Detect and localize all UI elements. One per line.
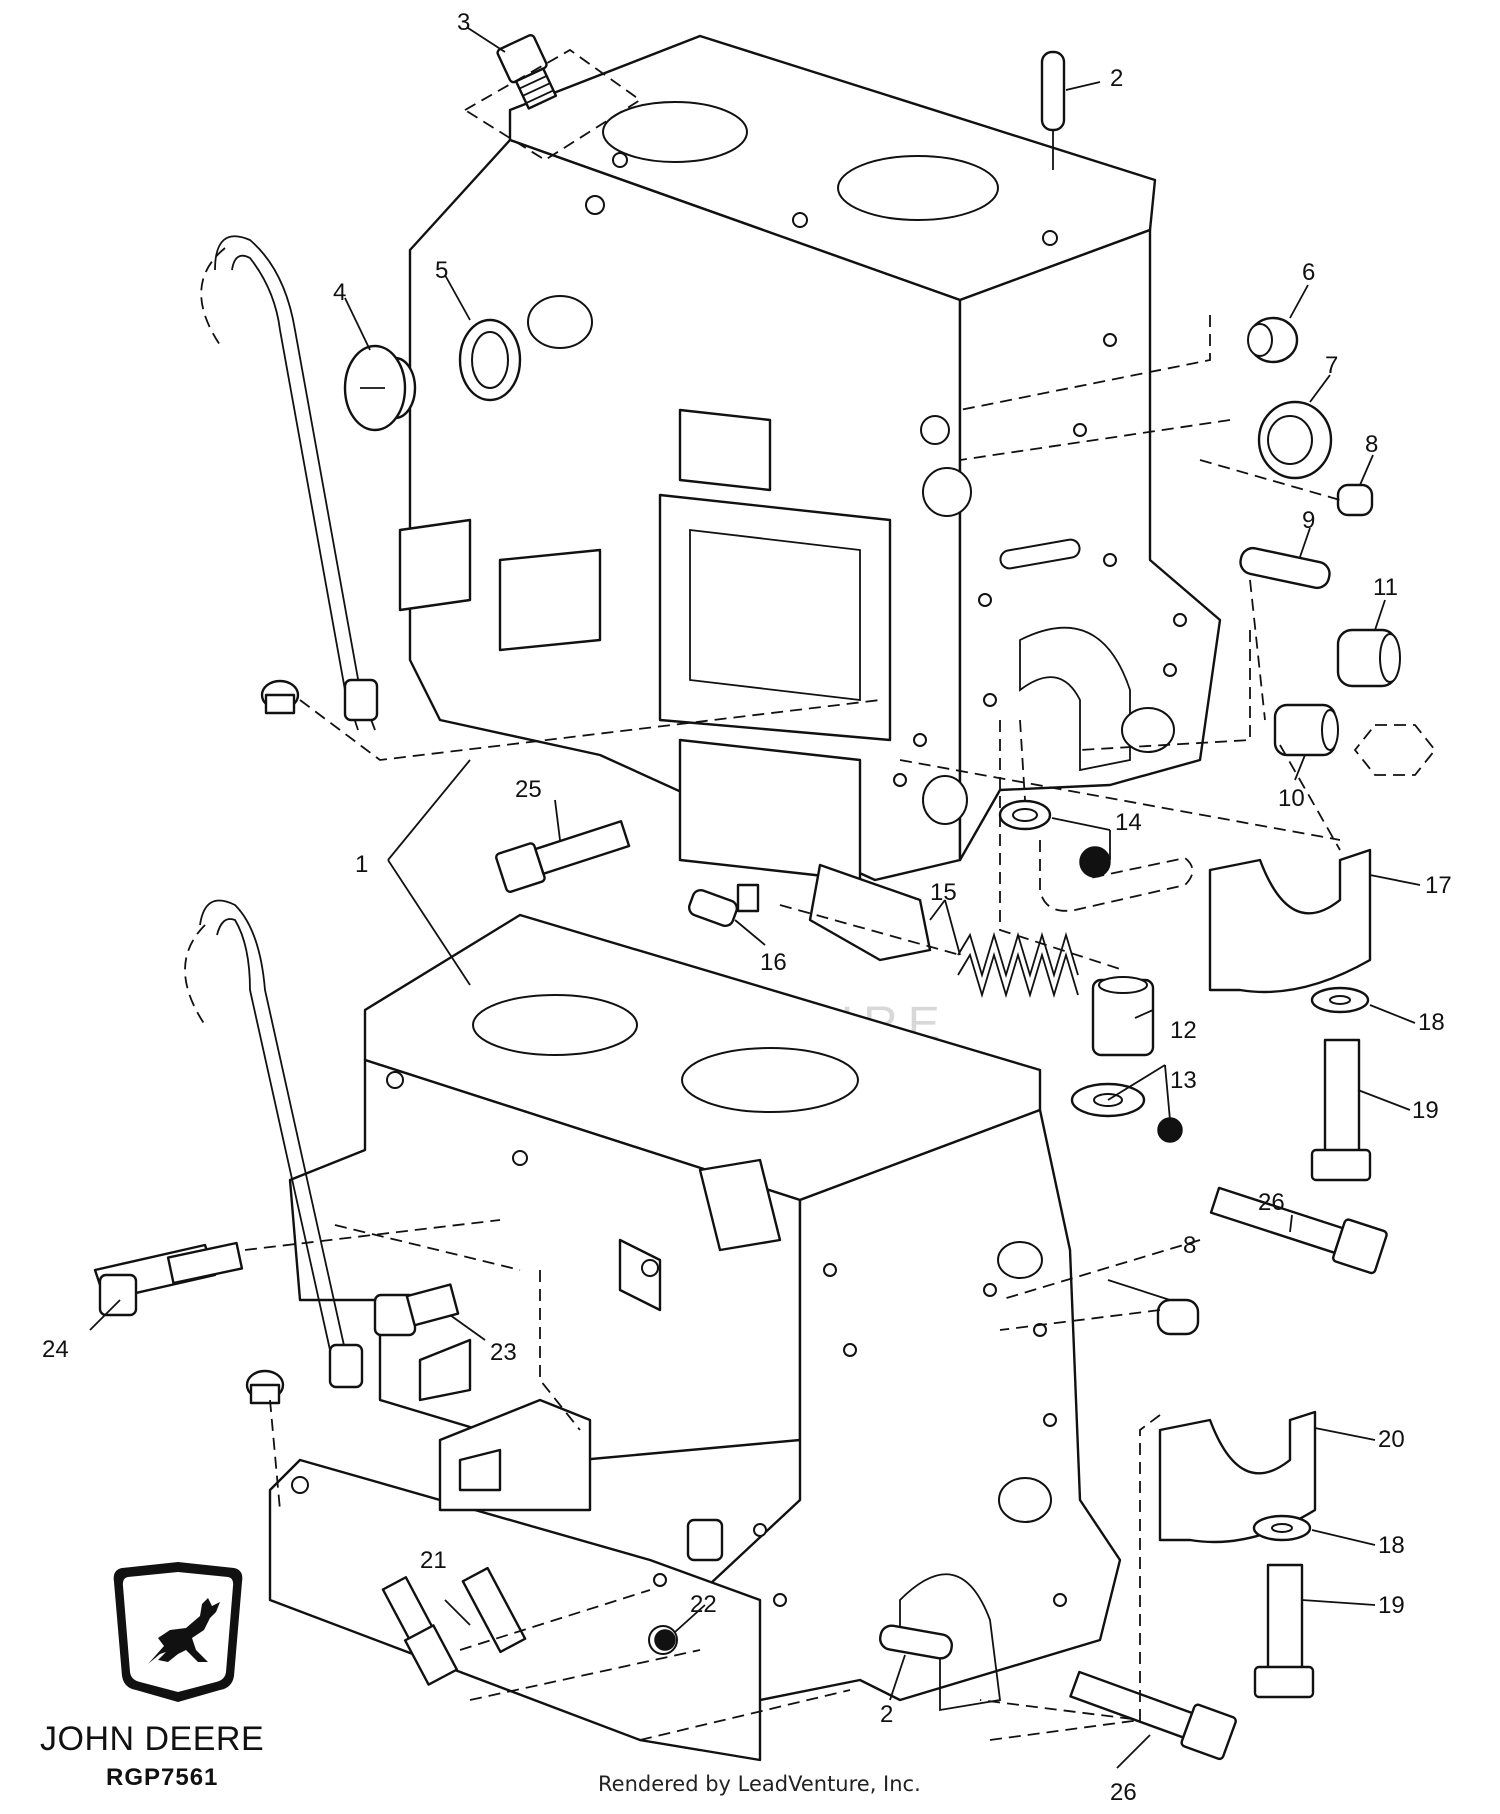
callout-13: 13 <box>1170 1067 1197 1094</box>
part-18-washer-upper <box>1310 986 1370 1014</box>
callout-3: 3 <box>457 9 470 36</box>
callout-11: 11 <box>1373 574 1398 601</box>
part-2-dowel-upper <box>1040 50 1066 170</box>
callout-21: 21 <box>420 1547 447 1574</box>
dipstick-tube-upper <box>200 235 379 731</box>
callout-26-lower: 26 <box>1110 1779 1137 1806</box>
part-8-sleeve-upper <box>1336 483 1374 517</box>
part-16-stud <box>687 883 760 928</box>
dipstick-tube-lower <box>184 899 364 1389</box>
callout-2-lower: 2 <box>880 1701 893 1728</box>
callout-19-upper: 19 <box>1412 1097 1439 1124</box>
part-19-bolt-lower <box>1253 1563 1315 1699</box>
part-5-seal <box>458 318 522 402</box>
leaping-deer-logo-icon <box>113 1562 243 1702</box>
assembly-lines <box>244 315 1341 1741</box>
callout-24: 24 <box>42 1336 69 1363</box>
lower-cylinder-block <box>268 913 1122 1762</box>
part-26-bolt-upper <box>1209 1186 1388 1275</box>
callout-8-upper: 8 <box>1365 431 1378 458</box>
part-10-sleeve <box>1273 703 1339 757</box>
part-13-washer <box>1070 1082 1183 1143</box>
part-18-washer-lower <box>1252 1514 1312 1542</box>
callout-labels: 1 2 2 3 4 5 6 7 8 8 9 10 11 12 13 14 15 … <box>42 9 1452 1806</box>
callout-5: 5 <box>435 257 448 284</box>
part-23-plug <box>373 1283 460 1337</box>
part-26-bolt-lower <box>1069 1670 1237 1761</box>
part-4-plug <box>343 344 417 432</box>
callout-2-upper: 2 <box>1110 65 1123 92</box>
callout-19-lower: 19 <box>1378 1592 1405 1619</box>
part-20-bearing-cap <box>1158 1410 1317 1544</box>
part-8-sleeve-lower <box>1156 1298 1200 1336</box>
part-2-dowel-lower <box>879 1624 953 1660</box>
part-9-pin <box>1239 546 1331 590</box>
brand-name: JOHN DEERE <box>40 1720 265 1758</box>
callout-15: 15 <box>930 879 957 906</box>
render-credit: Rendered by LeadVenture, Inc. <box>598 1772 921 1796</box>
part-10-pin <box>1353 724 1437 776</box>
callout-14: 14 <box>1115 809 1142 836</box>
callout-4: 4 <box>333 279 346 306</box>
callout-23: 23 <box>490 1339 517 1366</box>
part-21-sensor <box>381 1566 527 1686</box>
callout-22: 22 <box>690 1591 717 1618</box>
callout-6: 6 <box>1302 259 1315 286</box>
upper-cylinder-block <box>398 34 1222 882</box>
part-3-fitting <box>496 34 558 110</box>
callout-12: 12 <box>1170 1017 1197 1044</box>
part-25-bolt <box>495 820 631 893</box>
oil-plug <box>245 679 300 1405</box>
callout-20: 20 <box>1378 1426 1405 1453</box>
part-19-bolt-upper <box>1310 1038 1372 1182</box>
callout-1: 1 <box>355 851 368 878</box>
part-24-bracket <box>93 1241 244 1317</box>
callout-7: 7 <box>1325 352 1338 379</box>
callout-18-upper: 18 <box>1418 1009 1445 1036</box>
callout-26-upper: 26 <box>1258 1189 1285 1216</box>
part-11-bushing <box>1336 628 1401 688</box>
callout-16: 16 <box>760 949 787 976</box>
part-17-bearing-cap <box>1208 848 1372 994</box>
part-12-cap <box>1091 976 1155 1057</box>
leader-lines <box>89 27 1421 1769</box>
part-14-oring-ball <box>998 799 1194 912</box>
part-22-plug <box>654 1518 724 1651</box>
part-7-bushing <box>1257 400 1333 480</box>
callout-10: 10 <box>1278 785 1305 812</box>
callout-8-lower: 8 <box>1183 1232 1196 1259</box>
callout-17: 17 <box>1425 872 1452 899</box>
callout-18-lower: 18 <box>1378 1532 1405 1559</box>
reference-code: RGP7561 <box>106 1764 219 1791</box>
part-6-cap <box>1247 316 1299 364</box>
callout-25: 25 <box>515 776 542 803</box>
callout-9: 9 <box>1302 507 1315 534</box>
